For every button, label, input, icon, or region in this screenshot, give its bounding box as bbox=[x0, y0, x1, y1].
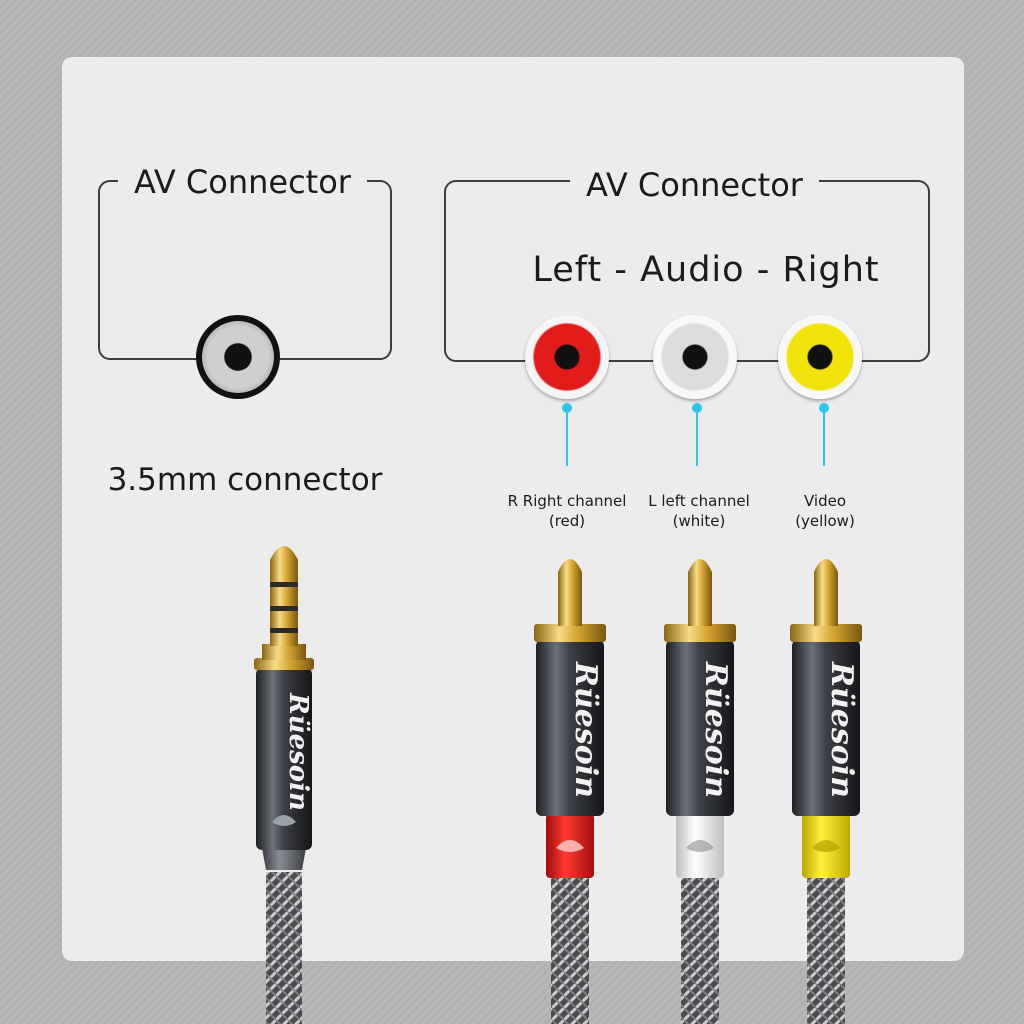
channel-label-white-line2: (white) bbox=[672, 512, 726, 530]
leader-dot-red bbox=[562, 403, 572, 413]
leader-dot-yellow bbox=[819, 403, 829, 413]
rca-plug-white bbox=[664, 559, 736, 1024]
leader-line-red bbox=[566, 410, 568, 466]
brand-logo-white: Rüesoin bbox=[698, 661, 733, 798]
channel-label-yellow-line2: (yellow) bbox=[795, 512, 855, 530]
right-frame-title: AV Connector bbox=[570, 169, 819, 201]
channel-label-red: R Right channel (red) bbox=[492, 491, 642, 531]
rca-jack-red bbox=[525, 315, 609, 399]
rca-plug-yellow bbox=[790, 559, 862, 1024]
channel-label-white-line1: L left channel bbox=[648, 492, 750, 510]
brand-logo-yellow: Rüesoin bbox=[824, 661, 859, 798]
brand-logo-red: Rüesoin bbox=[568, 661, 603, 798]
rca-jack-white bbox=[653, 315, 737, 399]
leader-line-yellow bbox=[823, 410, 825, 466]
plug-3-5mm bbox=[254, 546, 314, 1024]
brand-logo-3-5mm: Rüesoin bbox=[283, 692, 313, 811]
rca-jack-yellow bbox=[778, 315, 862, 399]
audio-label: Left - Audio - Right bbox=[532, 250, 880, 290]
channel-label-yellow-line1: Video bbox=[803, 492, 847, 510]
leader-line-white bbox=[696, 410, 698, 466]
channel-label-red-line2: (red) bbox=[548, 512, 586, 530]
channel-label-white: L left channel (white) bbox=[624, 491, 774, 531]
channel-label-red-line1: R Right channel bbox=[507, 492, 627, 510]
jack-3-5mm bbox=[196, 315, 280, 399]
leader-dot-white bbox=[692, 403, 702, 413]
left-frame-title: AV Connector bbox=[118, 166, 367, 198]
rca-plug-red bbox=[534, 559, 606, 1024]
connector-3-5mm-label: 3.5mm connector bbox=[107, 462, 383, 498]
channel-label-yellow: Video (yellow) bbox=[750, 491, 900, 531]
